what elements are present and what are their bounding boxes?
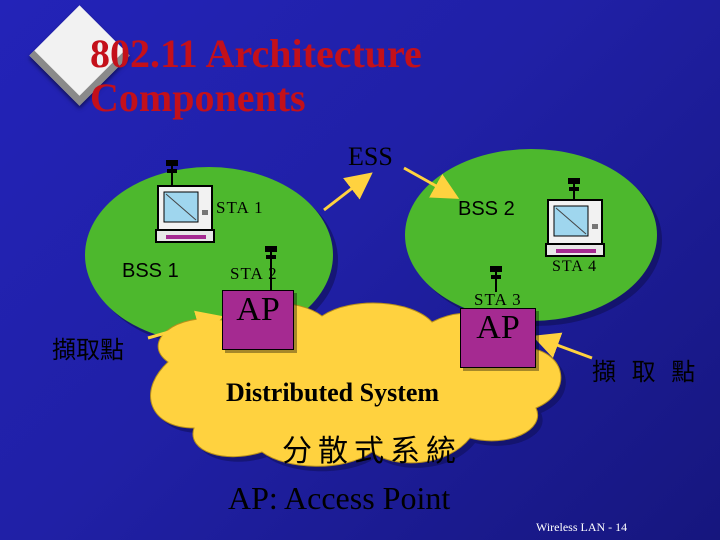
distributed-system-label: Distributed System (226, 378, 439, 408)
distributed-system-zh-label: 分散式系統 (282, 426, 462, 470)
slide-footer: Wireless LAN - 14 (536, 520, 627, 535)
bss2-ellipse (405, 149, 662, 326)
access-point-1-label: AP (223, 291, 293, 329)
sta2-label: STA 2 (230, 264, 278, 284)
bss1-label: BSS 1 (122, 260, 179, 283)
sta1-label: STA 1 (216, 198, 264, 218)
access-point-2-label: AP (461, 309, 535, 347)
access-point-2: AP (460, 308, 536, 368)
ess-arrow-left (324, 176, 368, 210)
bss2-label: BSS 2 (458, 198, 515, 221)
sta4-label: STA 4 (552, 258, 597, 276)
sta4-computer-icon (542, 176, 606, 266)
access-point-zh-label-right: 擷 取 點 (592, 352, 699, 387)
ap-definition-label: AP: Access Point (228, 480, 450, 517)
ess-label: ESS (348, 142, 393, 172)
access-point-1: AP (222, 290, 294, 350)
access-point-zh-label-left: 擷取點 (52, 330, 124, 365)
sta1-computer-icon (152, 158, 216, 248)
sta3-label: STA 3 (474, 290, 522, 310)
